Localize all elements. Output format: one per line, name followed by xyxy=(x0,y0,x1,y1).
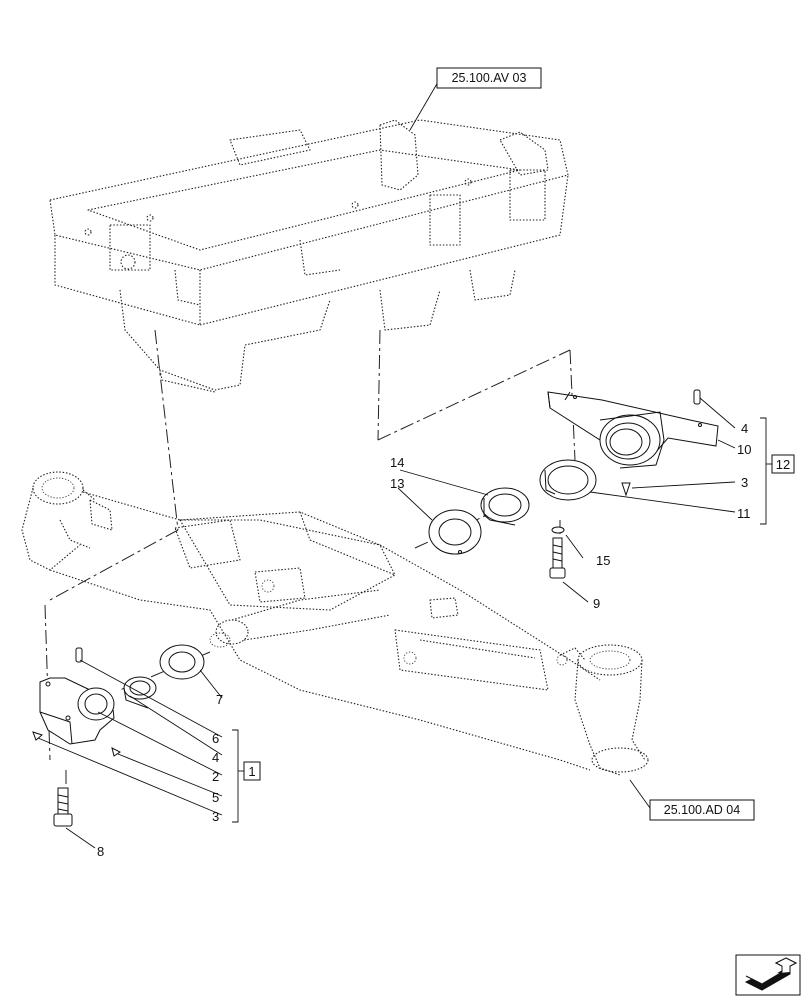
washer-15 xyxy=(551,526,565,534)
callout-1-box: 1 xyxy=(243,761,261,781)
grease-fitting-lower xyxy=(32,731,44,741)
front-support-bracket xyxy=(39,677,115,745)
bolt-9 xyxy=(549,537,566,579)
callout-1: 1 xyxy=(248,764,255,779)
reference-top[interactable]: 25.100.AV 03 xyxy=(436,67,542,89)
front-support-parts xyxy=(32,644,205,827)
callout-8: 8 xyxy=(97,844,104,859)
bushing-6 xyxy=(123,676,157,709)
callout-14: 14 xyxy=(390,455,404,470)
grease-fitting-upper xyxy=(621,482,631,497)
callout-5: 5 xyxy=(212,790,219,805)
dowel-pin-lower xyxy=(75,647,83,663)
callout-10: 10 xyxy=(737,442,751,457)
callout-11: 11 xyxy=(737,506,751,521)
bushing-14 xyxy=(480,487,530,526)
callout-3-upper: 3 xyxy=(741,475,748,490)
group-brackets xyxy=(232,417,772,823)
rear-support-bracket xyxy=(547,391,719,469)
thrust-washer-7 xyxy=(159,644,205,680)
callout-2: 2 xyxy=(212,769,219,784)
leader-lines xyxy=(37,81,736,849)
axle-support-casting xyxy=(49,119,569,393)
dowel-pin-upper xyxy=(693,389,701,405)
bushing-11 xyxy=(539,459,597,501)
callout-4-lower: 4 xyxy=(212,750,219,765)
axle-housing xyxy=(21,471,649,776)
callout-9: 9 xyxy=(593,596,600,611)
thrust-washer-13 xyxy=(428,509,482,555)
callout-6: 6 xyxy=(212,731,219,746)
reference-bottom[interactable]: 25.100.AD 04 xyxy=(649,799,755,821)
reference-bottom-label: 25.100.AD 04 xyxy=(664,803,740,817)
rear-support-parts xyxy=(428,389,719,579)
callout-12-box: 12 xyxy=(771,454,795,474)
next-page-arrow-icon[interactable] xyxy=(735,954,801,996)
bolt-8 xyxy=(53,787,73,827)
callout-3-lower: 3 xyxy=(212,809,219,824)
callout-15: 15 xyxy=(596,553,610,568)
callout-4-upper: 4 xyxy=(741,421,748,436)
callout-12: 12 xyxy=(776,457,790,472)
reference-top-label: 25.100.AV 03 xyxy=(452,71,527,85)
grease-fitting-5 xyxy=(111,747,121,757)
callout-numbers: 4 10 3 11 14 13 15 9 7 6 4 2 5 3 8 xyxy=(97,421,751,859)
assembly-lines xyxy=(44,329,576,790)
callout-7: 7 xyxy=(216,692,223,707)
callout-13: 13 xyxy=(390,476,404,491)
